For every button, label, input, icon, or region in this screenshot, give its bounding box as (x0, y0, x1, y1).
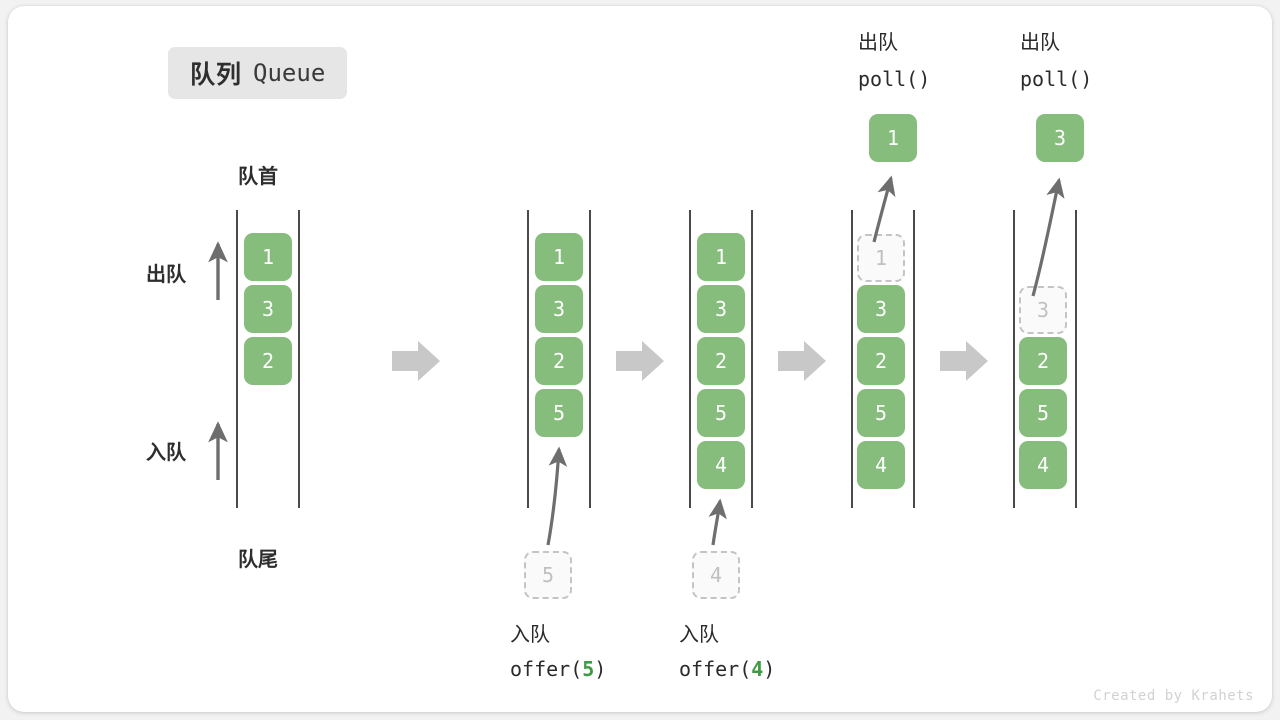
queue-item: 3 (244, 285, 292, 333)
queue-item: 2 (1019, 337, 1067, 385)
queue-item: 5 (857, 389, 905, 437)
ghost-item: 1 (857, 234, 905, 282)
title-cn: 队列 (190, 61, 243, 89)
rail-right-col3 (751, 210, 753, 508)
ghost-item: 5 (524, 551, 572, 599)
queue-item: 5 (1019, 389, 1067, 437)
ghost-item: 3 (1019, 286, 1067, 334)
rail-left-col5 (1013, 210, 1015, 508)
queue-item: 4 (1019, 441, 1067, 489)
header-cn-col5: 出队 (1020, 32, 1060, 54)
header-code-col4: poll() (858, 67, 931, 91)
watermark: Created by Krahets (1093, 688, 1254, 704)
label-enqueue: 入队 (146, 442, 186, 464)
caption-cn-col3: 入队 (679, 624, 719, 646)
rail-right-col1 (298, 210, 300, 508)
caption-code-arg: 4 (751, 657, 764, 681)
rail-left-col4 (851, 210, 853, 508)
queue-item: 1 (244, 233, 292, 281)
polled-value: 1 (869, 114, 917, 162)
rail-left-col1 (236, 210, 238, 508)
polled-value: 3 (1036, 114, 1084, 162)
header-cn-col4: 出队 (858, 32, 898, 54)
queue-item: 2 (244, 337, 292, 385)
caption-code-end: ) (594, 657, 607, 681)
queue-item-new: 5 (535, 389, 583, 437)
caption-code-col3: offer(4) (679, 654, 775, 684)
rail-right-col2 (589, 210, 591, 508)
ghost-item: 4 (692, 551, 740, 599)
queue-item: 2 (697, 337, 745, 385)
rail-left-col3 (689, 210, 691, 508)
label-front: 队首 (238, 166, 278, 188)
queue-item: 1 (535, 233, 583, 281)
queue-item: 3 (857, 285, 905, 333)
label-rear: 队尾 (238, 549, 278, 571)
diagram-card (8, 6, 1272, 712)
queue-item: 2 (857, 337, 905, 385)
queue-item: 2 (535, 337, 583, 385)
queue-item: 1 (697, 233, 745, 281)
rail-right-col5 (1075, 210, 1077, 508)
caption-code-end: ) (763, 657, 776, 681)
title-chip: 队列 Queue (168, 47, 348, 99)
rail-left-col2 (527, 210, 529, 508)
caption-code-text: offer( (679, 657, 752, 681)
queue-item: 3 (697, 285, 745, 333)
queue-item-new: 4 (697, 441, 745, 489)
caption-code-arg: 5 (582, 657, 595, 681)
caption-code-col2: offer(5) (510, 654, 606, 684)
header-code-col5: poll() (1020, 67, 1093, 91)
caption-cn-col2: 入队 (510, 624, 550, 646)
queue-item: 3 (535, 285, 583, 333)
queue-item: 5 (697, 389, 745, 437)
label-dequeue: 出队 (146, 264, 186, 286)
rail-right-col4 (913, 210, 915, 508)
queue-item: 4 (857, 441, 905, 489)
title-en: Queue (253, 59, 326, 87)
caption-code-text: offer( (510, 657, 583, 681)
